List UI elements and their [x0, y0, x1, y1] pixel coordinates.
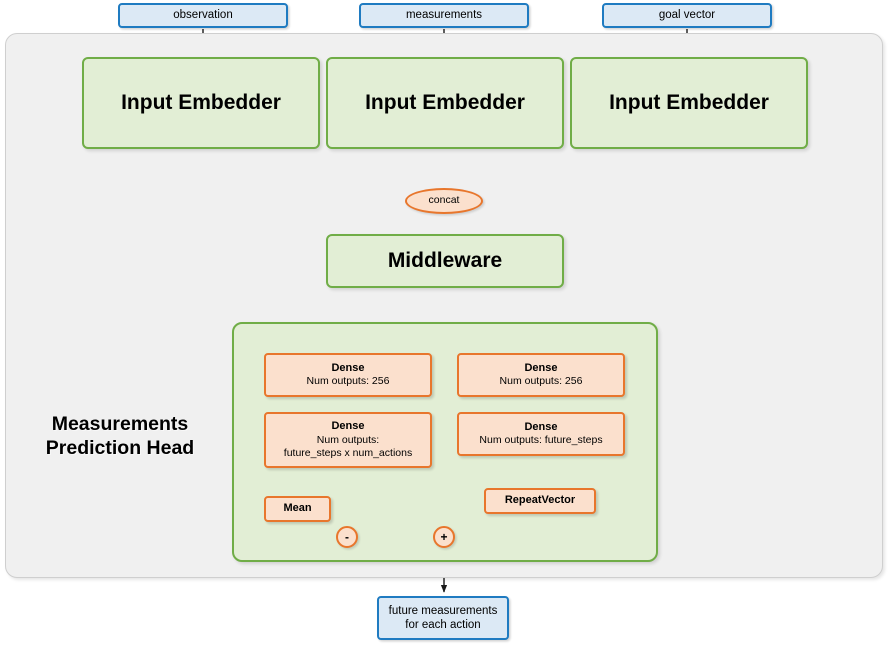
middleware-label: Middleware — [387, 248, 503, 272]
dense-left-1-detail: Num outputs: 256 — [306, 375, 390, 388]
head-label-line-1: Measurements — [51, 412, 189, 435]
dense-left-2-title: Dense — [331, 420, 365, 432]
dense-right-1-title: Dense — [524, 361, 558, 374]
input-embedder-measurements[interactable]: Input Embedder — [326, 57, 564, 149]
input-node-measurements[interactable]: measurements — [359, 3, 529, 28]
input-node-goal-vector[interactable]: goal vector — [602, 3, 772, 28]
concat-label: concat — [428, 194, 460, 207]
measurements-prediction-head-label: Measurements Prediction Head — [22, 408, 218, 464]
repeat-vector-label: RepeatVector — [504, 494, 576, 507]
input-label-observation: observation — [173, 9, 233, 22]
middleware-block[interactable]: Middleware — [326, 234, 564, 288]
add-operator-label: + — [440, 529, 448, 544]
dense-left-2[interactable]: Dense Num outputs: future_steps x num_ac… — [264, 412, 432, 468]
mean-node[interactable]: Mean — [264, 496, 331, 522]
mean-label: Mean — [283, 502, 312, 515]
concat-node[interactable]: concat — [405, 188, 483, 214]
output-label-line-1: future measurements — [388, 604, 498, 617]
dense-left-2-detail-line-2: future_steps x num_actions — [283, 446, 413, 459]
dense-right-2-detail: Num outputs: future_steps — [479, 434, 603, 447]
dense-right-2-title: Dense — [524, 420, 558, 433]
subtract-operator-label: - — [345, 529, 349, 544]
dense-left-1[interactable]: Dense Num outputs: 256 — [264, 353, 432, 397]
output-node-future-measurements[interactable]: future measurements for each action — [377, 596, 509, 640]
dense-right-1-detail: Num outputs: 256 — [499, 375, 583, 388]
subtract-operator-node[interactable]: - — [336, 526, 358, 548]
input-node-observation[interactable]: observation — [118, 3, 288, 28]
add-operator-node[interactable]: + — [433, 526, 455, 548]
input-label-measurements: measurements — [405, 9, 483, 22]
dense-left-2-detail-line-1: Num outputs: — [316, 433, 380, 446]
dense-left-1-title: Dense — [331, 361, 365, 374]
dense-right-2[interactable]: Dense Num outputs: future_steps — [457, 412, 625, 456]
input-embedder-label: Input Embedder — [609, 90, 769, 114]
head-label-line-2: Prediction Head — [45, 437, 195, 459]
repeat-vector-node[interactable]: RepeatVector — [484, 488, 596, 514]
input-embedder-label: Input Embedder — [365, 90, 525, 114]
input-embedder-observation[interactable]: Input Embedder — [82, 57, 320, 149]
dense-right-1[interactable]: Dense Num outputs: 256 — [457, 353, 625, 397]
input-embedder-goal-vector[interactable]: Input Embedder — [570, 57, 808, 149]
input-embedder-label: Input Embedder — [121, 90, 281, 114]
output-label-line-2: for each action — [405, 619, 481, 631]
input-label-goal-vector: goal vector — [658, 9, 716, 22]
